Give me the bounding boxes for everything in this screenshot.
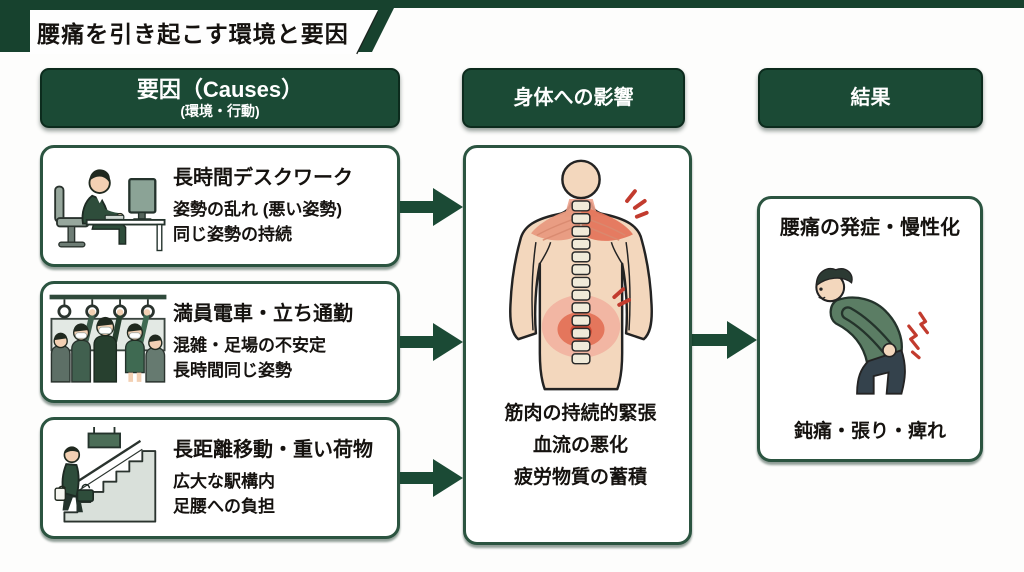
cause-line: 姿勢の乱れ (悪い姿勢) <box>173 200 343 219</box>
cause-box-train: 満員電車・立ち通勤 混雑・足場の不安定 長時間同じ姿勢 <box>40 281 400 403</box>
causes-header-label: 要因（Causes） <box>136 76 304 102</box>
causes-header-sublabel: (環境・行動) <box>180 102 260 119</box>
cause-line: 混雑・足場の不安定 <box>173 336 326 355</box>
cause-box-stairs: 長距離移動・重い荷物 広大な駅構内 足腰への負担 <box>40 417 400 539</box>
causes-column-header: 要因（Causes） (環境・行動) <box>40 68 400 128</box>
effects-box: 筋肉の持続的緊張 血流の悪化 疲労物質の蓄積 <box>463 145 692 545</box>
effects-header-label: 身体への影響 <box>513 87 634 109</box>
result-header-label: 結果 <box>850 87 891 109</box>
cause-title: 長距離移動・重い荷物 <box>173 439 373 461</box>
cause-line: 同じ姿勢の持続 <box>173 225 292 244</box>
result-box: 腰痛の発症・慢性化 鈍痛・張り・痺れ <box>757 196 983 462</box>
cause-box-deskwork: 長時間デスクワーク 姿勢の乱れ (悪い姿勢) 同じ姿勢の持続 <box>40 145 400 267</box>
effects-line: 血流の悪化 <box>532 435 628 456</box>
back-muscle-tension-illustration <box>466 152 695 398</box>
arrow-right-icon <box>400 188 463 226</box>
cause-line: 足腰への負担 <box>173 497 275 516</box>
deskwork-illustration <box>43 155 173 257</box>
effects-line: 筋肉の持続的緊張 <box>504 403 657 424</box>
page-title-banner: 腰痛を引き起こす環境と要因 <box>30 10 378 54</box>
stairs-luggage-illustration <box>43 427 173 529</box>
result-title: 腰痛の発症・慢性化 <box>780 217 960 239</box>
result-column-header: 結果 <box>758 68 983 128</box>
top-green-strip <box>0 0 1024 8</box>
effects-column-header: 身体への影響 <box>462 68 685 128</box>
cause-title: 長時間デスクワーク <box>173 167 353 189</box>
back-pain-man-illustration <box>777 240 963 416</box>
arrow-right-icon <box>692 321 757 359</box>
crowded-train-illustration <box>43 291 173 393</box>
arrow-right-icon <box>400 323 463 361</box>
page-title: 腰痛を引き起こす環境と要因 <box>37 21 349 47</box>
result-symptoms: 鈍痛・張り・痺れ <box>793 421 946 442</box>
cause-line: 広大な駅構内 <box>173 472 275 491</box>
effects-line: 疲労物質の蓄積 <box>513 467 647 488</box>
arrow-right-icon <box>400 459 463 497</box>
cause-title: 満員電車・立ち通勤 <box>173 303 353 325</box>
cause-line: 長時間同じ姿勢 <box>173 361 292 380</box>
